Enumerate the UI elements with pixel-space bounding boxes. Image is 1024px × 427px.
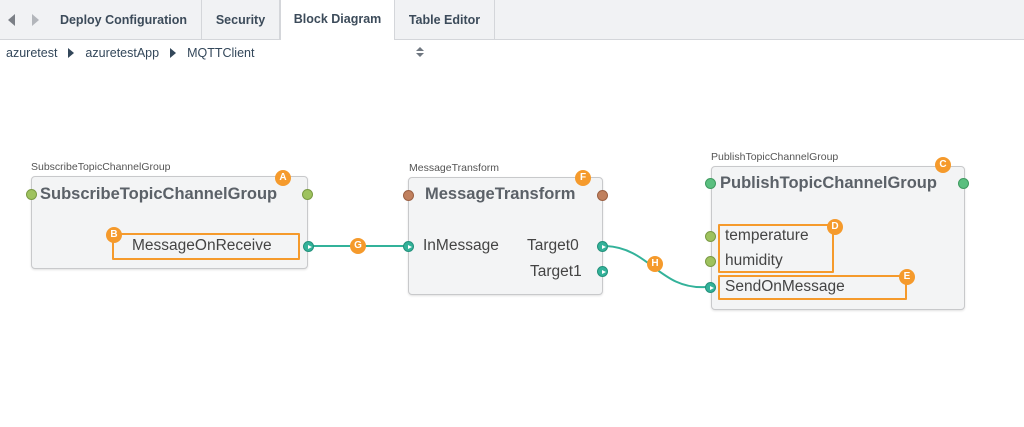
- send-on-message-label: SendOnMessage: [725, 278, 845, 295]
- breadcrumb-item-azuretest[interactable]: azuretest: [6, 46, 58, 60]
- badge-f: F: [575, 170, 591, 186]
- temperature-port[interactable]: [705, 231, 716, 242]
- temperature-label: temperature: [725, 227, 809, 244]
- badge-e: E: [899, 269, 915, 285]
- transform-block-title: MessageTransform: [425, 185, 576, 203]
- tab-table-editor[interactable]: Table Editor: [395, 0, 495, 39]
- send-on-message-port[interactable]: [705, 282, 716, 293]
- subscribe-group-label: SubscribeTopicChannelGroup: [31, 161, 171, 173]
- tab-deploy-configuration[interactable]: Deploy Configuration: [46, 0, 202, 39]
- transform-event-out-port[interactable]: [597, 190, 608, 201]
- badge-h: H: [647, 256, 663, 272]
- breadcrumb-item-mqttclient[interactable]: MQTTClient: [187, 46, 255, 60]
- badge-d: D: [827, 219, 843, 235]
- data-inputs-highlight: [718, 224, 834, 273]
- humidity-port[interactable]: [705, 256, 716, 267]
- send-on-message-highlight: [718, 275, 907, 300]
- transform-event-in-port[interactable]: [403, 190, 414, 201]
- subscribe-block[interactable]: [31, 176, 308, 269]
- target0-label: Target0: [527, 237, 579, 254]
- breadcrumb-item-azuretestapp[interactable]: azuretestApp: [85, 46, 160, 60]
- scroll-right-icon[interactable]: [24, 0, 46, 39]
- badge-g: G: [350, 238, 366, 254]
- publish-group-label: PublishTopicChannelGroup: [711, 151, 839, 163]
- updown-arrow-icon[interactable]: [416, 46, 424, 60]
- transform-group-label: MessageTransform: [409, 162, 500, 174]
- publish-event-in-port[interactable]: [705, 178, 716, 189]
- tab-security[interactable]: Security: [202, 0, 280, 39]
- breadcrumb-separator-icon: [170, 48, 177, 58]
- badge-b: B: [106, 227, 122, 243]
- subscribe-event-out-port[interactable]: [302, 189, 313, 200]
- transform-block[interactable]: [408, 177, 603, 295]
- scroll-left-icon[interactable]: [0, 0, 22, 39]
- badge-a: A: [275, 170, 291, 186]
- publish-event-out-port[interactable]: [958, 178, 969, 189]
- in-message-port[interactable]: [403, 241, 414, 252]
- badge-c: C: [935, 157, 951, 173]
- message-on-receive-highlight: [112, 233, 300, 260]
- breadcrumb-separator-icon: [68, 48, 75, 58]
- humidity-label: humidity: [725, 252, 783, 269]
- publish-block-title: PublishTopicChannelGroup: [720, 174, 937, 192]
- subscribe-event-in-port[interactable]: [26, 189, 37, 200]
- subscribe-block-title: SubscribeTopicChannelGroup: [40, 185, 278, 203]
- breadcrumb: azuretest azuretestApp MQTTClient: [6, 45, 254, 61]
- message-on-receive-label: MessageOnReceive: [132, 237, 272, 254]
- tab-block-diagram[interactable]: Block Diagram: [280, 0, 395, 40]
- in-message-label: InMessage: [423, 237, 499, 254]
- target1-label: Target1: [530, 263, 582, 280]
- message-on-receive-port[interactable]: [303, 241, 314, 252]
- target0-port[interactable]: [597, 241, 608, 252]
- target1-port[interactable]: [597, 266, 608, 277]
- tab-bar: Deploy Configuration Security Block Diag…: [0, 0, 1024, 40]
